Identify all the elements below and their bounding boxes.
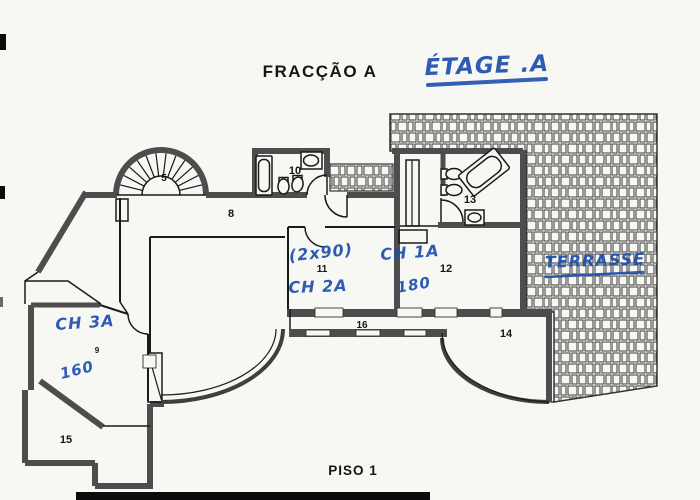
closet [398, 229, 428, 244]
handwritten-title-underline [426, 77, 548, 87]
bathtub-icon [457, 147, 511, 197]
titles: FRACÇÃO A ÉTAGE .A PISO 1 [263, 49, 550, 478]
diagonal-wall-left [35, 190, 89, 274]
terrace-tile-area [329, 113, 658, 403]
room15-diagonal-wall [38, 378, 105, 430]
room-label-13: 13 [464, 194, 476, 206]
terrace-door-arc [324, 194, 348, 218]
small-terrace-strip [329, 163, 394, 192]
room-label-5: 5 [161, 173, 167, 184]
scan-artifacts [0, 34, 430, 500]
bathroom10-fixtures [255, 151, 328, 196]
room-label-11: 11 [317, 264, 328, 275]
window [434, 307, 458, 318]
room-label-8: 8 [228, 208, 234, 220]
room-number-labels: 5 8 9 10 11 12 13 14 15 16 [60, 165, 513, 446]
bathroom13-fixtures [440, 147, 511, 226]
room-label-10: 10 [289, 165, 301, 177]
window [314, 307, 344, 318]
curved-edges [160, 328, 555, 404]
terrace-underline [544, 270, 645, 279]
thick-walls [22, 147, 552, 489]
note-room12-size: 180 [395, 273, 432, 297]
bathroom10-door-arc [306, 174, 328, 196]
note-room12-name: CH 1A [380, 241, 440, 264]
room9-door-arc [127, 313, 149, 335]
thin-walls [24, 159, 438, 427]
stair-steps [120, 153, 202, 192]
room11-door-arc [304, 226, 326, 248]
room-label-12: 12 [440, 263, 452, 275]
room9-chamfer [99, 304, 129, 315]
room-label-9: 9 [95, 346, 100, 355]
spiral-staircase [115, 153, 206, 222]
floor-label: PISO 1 [328, 463, 378, 478]
window [396, 307, 423, 318]
bathroom13-door-arc [440, 199, 464, 223]
handwritten-title: ÉTAGE .A [424, 49, 549, 81]
note-room9-size: 160 [58, 357, 96, 383]
room-label-16: 16 [356, 320, 368, 331]
stairwell-curve [160, 328, 285, 404]
note-room11-name: CH 2A [288, 276, 348, 297]
window [489, 307, 503, 318]
window-walls [287, 307, 552, 337]
room-label-14: 14 [500, 328, 513, 340]
page-title: FRACÇÃO A [263, 61, 378, 81]
note-room9-name: CH 3A [55, 311, 115, 334]
room9-window [142, 354, 157, 369]
bottom-scan-bar [76, 492, 430, 500]
stair-outer-wall [113, 147, 209, 196]
note-terrace: TERRASSE [545, 249, 646, 271]
note-room11-beds: (2x90) [288, 240, 354, 266]
bay-outline [24, 280, 102, 305]
room-label-15: 15 [60, 434, 72, 446]
